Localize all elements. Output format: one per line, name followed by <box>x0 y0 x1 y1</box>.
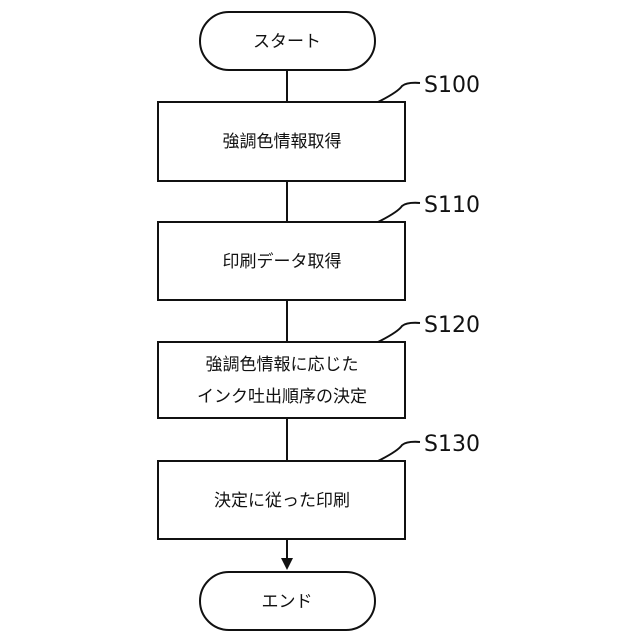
leader-line-s130 <box>378 442 420 461</box>
end-label: エンド <box>262 592 313 612</box>
process-text-s120-line1: 強調色情報に応じた <box>206 355 359 375</box>
start-terminal: スタート <box>200 12 375 70</box>
leader-line-s120 <box>378 323 420 342</box>
process-text-s130: 決定に従った印刷 <box>214 491 350 511</box>
step-label-s110: S110 <box>424 193 480 218</box>
process-text-s120-line2: インク吐出順序の決定 <box>197 387 367 407</box>
start-label: スタート <box>253 32 321 52</box>
process-text-s110: 印刷データ取得 <box>223 251 342 272</box>
process-box-s100: 強調色情報取得 <box>158 102 405 181</box>
process-box-s110: 印刷データ取得 <box>158 222 405 300</box>
step-label-s130: S130 <box>424 432 480 457</box>
step-label-s100: S100 <box>424 73 480 98</box>
process-box-s130: 決定に従った印刷 <box>158 461 405 539</box>
end-terminal: エンド <box>200 572 375 630</box>
step-label-s120: S120 <box>424 313 480 338</box>
process-text-s100: 強調色情報取得 <box>223 132 342 152</box>
leader-line-s110 <box>378 203 420 222</box>
leader-line-s100 <box>378 83 420 102</box>
process-box-s120: 強調色情報に応じた インク吐出順序の決定 <box>158 342 405 418</box>
